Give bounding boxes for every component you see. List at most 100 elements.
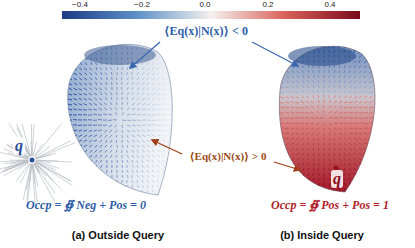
normal-arrow (147, 155, 150, 157)
normal-arrow (101, 37, 102, 40)
normal-arrow (313, 35, 314, 38)
normal-arrow (85, 175, 87, 178)
normal-arrow (142, 114, 146, 116)
normal-arrow (79, 78, 82, 80)
normal-arrow (59, 83, 62, 85)
normal-arrow (65, 53, 67, 55)
normal-arrow (286, 158, 289, 160)
normal-arrow (313, 95, 314, 98)
normal-arrow (177, 140, 181, 141)
normal-arrow (59, 150, 62, 152)
normal-arrow (177, 200, 180, 202)
normal-arrow (111, 72, 113, 75)
normal-arrow (137, 82, 139, 85)
normal-arrow (111, 42, 112, 45)
normal-arrow (177, 104, 181, 105)
normal-arrow (79, 98, 82, 100)
normal-arrow (152, 145, 155, 147)
normal-arrow (379, 123, 383, 124)
normal-arrow (106, 160, 107, 163)
normal-arrow (142, 37, 144, 40)
normal-arrow (58, 114, 62, 115)
normal-arrow (286, 148, 289, 150)
normal-arrow (172, 109, 176, 110)
normal-arrow (152, 155, 154, 157)
normal-arrow (384, 112, 388, 114)
normal-arrow (359, 153, 362, 155)
normal-arrow (93, 114, 97, 115)
normal-arrow (106, 97, 107, 100)
normal-arrow (147, 170, 149, 173)
normal-arrow (157, 120, 161, 121)
ray (33, 164, 38, 202)
normal-arrow (89, 103, 92, 105)
normal-arrow (344, 163, 346, 166)
normal-arrow (374, 45, 376, 48)
normal-arrow (90, 150, 92, 153)
normal-arrow (84, 140, 87, 142)
normal-arrow (83, 130, 87, 131)
normal-arrow (104, 103, 107, 105)
normal-arrow (142, 195, 144, 198)
normal-arrow (287, 168, 289, 171)
normal-arrow (108, 120, 112, 122)
normal-arrow (132, 114, 136, 115)
normal-arrow (344, 128, 347, 130)
ray (20, 164, 30, 184)
normal-arrow (162, 53, 165, 55)
normal-arrow (323, 90, 325, 93)
normal-arrow (94, 98, 97, 100)
normal-arrow (359, 50, 361, 53)
normal-arrow (384, 133, 388, 134)
normal-arrow (272, 66, 274, 68)
normal-arrow (379, 178, 382, 180)
normal-arrow (70, 190, 72, 193)
normal-arrow (384, 61, 386, 63)
normal-arrow (127, 108, 130, 110)
normal-arrow (78, 114, 82, 115)
normal-arrow (80, 170, 82, 172)
normal-arrow (277, 35, 279, 38)
normal-arrow (80, 175, 82, 178)
normal-arrow (270, 138, 274, 139)
normal-arrow (69, 78, 72, 80)
colorbar-tick: −0.4 (72, 0, 88, 9)
normal-arrow (359, 40, 361, 43)
normal-arrow (286, 153, 289, 155)
normal-arrow (349, 35, 351, 38)
normal-arrow (369, 173, 372, 175)
normal-arrow (167, 165, 170, 167)
normal-arrow (344, 133, 347, 135)
normal-arrow (100, 145, 102, 148)
normal-arrow (313, 158, 315, 161)
normal-arrow (94, 135, 97, 137)
normal-arrow (157, 88, 160, 90)
normal-arrow (70, 63, 72, 65)
normal-arrow (157, 83, 160, 85)
normal-arrow (354, 168, 356, 171)
normal-arrow (142, 103, 145, 105)
normal-arrow (344, 148, 346, 151)
normal-arrow (116, 77, 118, 80)
normal-arrow (85, 37, 87, 40)
normal-arrow (99, 150, 102, 152)
normal-arrow (379, 143, 382, 144)
normal-arrow (167, 93, 170, 95)
normal-arrow (127, 135, 128, 138)
normal-arrow (297, 75, 299, 78)
normal-arrow (312, 90, 314, 93)
normal-arrow (275, 102, 279, 103)
ray (10, 160, 28, 161)
normal-arrow (111, 77, 112, 80)
normal-arrow (152, 78, 154, 80)
normal-arrow (75, 165, 77, 167)
normal-arrow (318, 183, 319, 186)
normal-arrow (86, 47, 88, 50)
normal-arrow (364, 107, 368, 108)
normal-arrow (334, 133, 336, 136)
normal-arrow (323, 85, 324, 88)
normal-arrow (85, 73, 87, 75)
normal-arrow (354, 107, 358, 108)
normal-arrow (142, 67, 144, 70)
normal-arrow (78, 145, 82, 146)
